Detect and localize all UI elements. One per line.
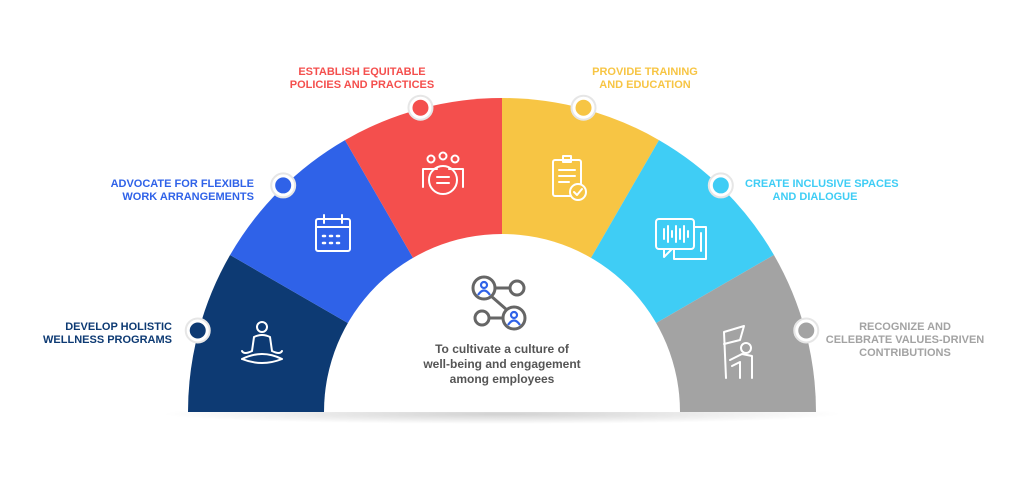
label-provide-training: Provide Training and Education [575, 66, 715, 92]
chat-bubbles-icon [655, 218, 707, 260]
label-line: and Education [599, 79, 691, 91]
label-line: Contributions [859, 347, 951, 359]
center-line: among employees [449, 372, 555, 386]
clipboard-check-icon [552, 155, 587, 201]
label-line: Establish Equitable [298, 66, 426, 78]
label-line: Recognize and [859, 321, 951, 333]
calendar-icon [315, 214, 351, 252]
label-line: Advocate for Flexible [110, 178, 254, 190]
label-line: Create Inclusive Spaces [745, 178, 899, 190]
center-line: well-being and engagement [423, 357, 581, 371]
label-line: Wellness Programs [43, 334, 172, 346]
marker-dot [275, 177, 292, 194]
marker-dot [575, 99, 592, 116]
center-statement: To cultivate a culture of well-being and… [392, 342, 612, 387]
label-develop-holistic-wellness: Develop Holistic Wellness Programs [40, 321, 172, 347]
label-line: and Dialogue [772, 191, 858, 203]
marker-dot [798, 322, 815, 339]
flag-person-icon [723, 325, 753, 379]
label-line: Policies and Practices [289, 79, 435, 91]
marker-dot [712, 177, 729, 194]
label-line: Develop Holistic [65, 321, 172, 333]
team-equality-icon [422, 151, 464, 195]
label-recognize-celebrate: Recognize and Celebrate Values-Driven Co… [820, 321, 990, 360]
label-line: Celebrate Values-Driven [825, 334, 985, 346]
label-create-inclusive-spaces: Create Inclusive Spaces and Dialogue [745, 178, 899, 204]
semicircle-diagram [162, 94, 842, 424]
label-line: Work Arrangements [122, 191, 254, 203]
meditation-icon [241, 321, 283, 364]
people-network-icon [471, 275, 527, 331]
center-line: To cultivate a culture of [435, 342, 569, 356]
marker-dot [412, 99, 429, 116]
marker-dot [189, 322, 206, 339]
center-disc [324, 234, 680, 412]
label-advocate-flexible-work: Advocate for Flexible Work Arrangements [100, 178, 254, 204]
label-line: Provide Training [592, 66, 698, 78]
label-establish-equitable-policies: Establish Equitable Policies and Practic… [282, 66, 442, 92]
